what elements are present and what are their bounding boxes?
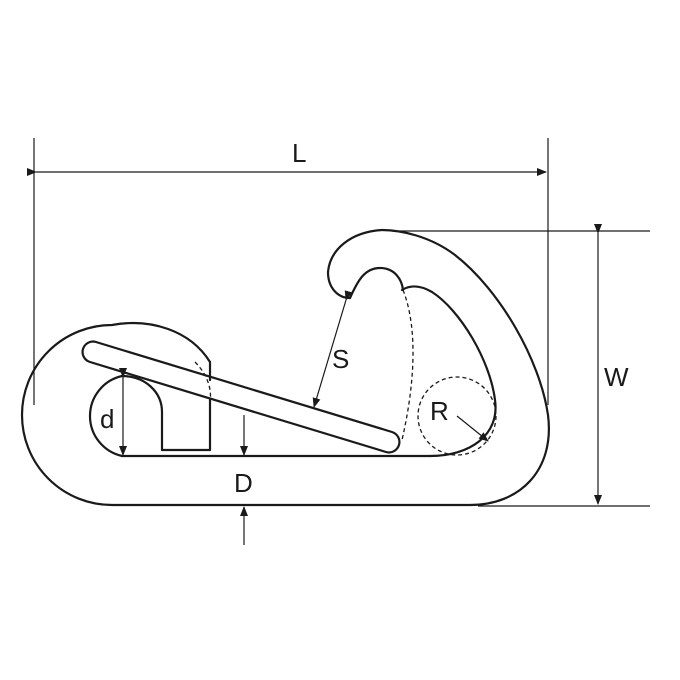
hook-nose-tip [348,266,405,300]
dim-r-line [456,415,489,442]
hook-inner-eye [88,374,212,458]
dim-D-label: D [234,468,253,498]
dim-w-label: W [604,362,629,392]
dim-r-label: R [430,396,449,426]
dim-s-line [312,290,353,408]
spring-gate-bar [81,340,401,454]
dim-d-label: d [100,404,114,434]
dim-s-label: S [332,344,349,374]
hook-outer-outline [20,228,550,507]
dim-l-label: L [292,138,306,168]
hook-inner-right-curve [400,285,497,458]
radius-circle [417,376,497,456]
hidden-inner-profile [401,289,414,441]
hidden-gate-curve [194,361,212,403]
